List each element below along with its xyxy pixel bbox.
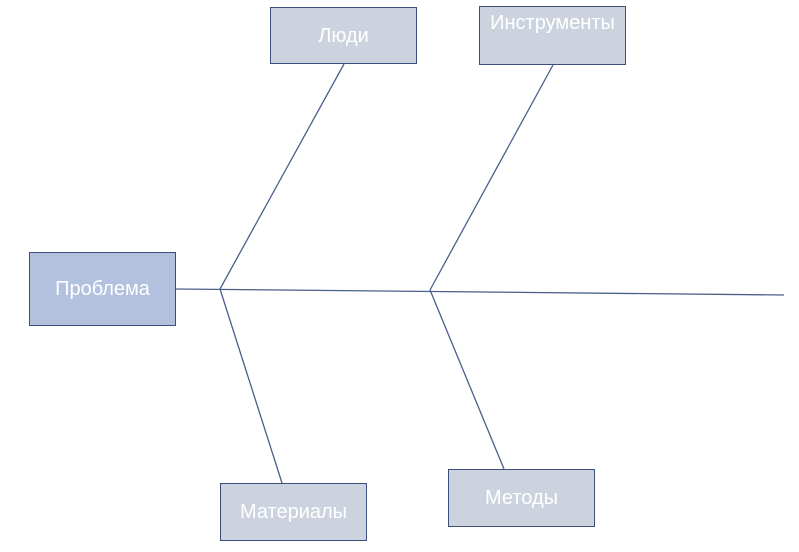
category-box-tools: Инструменты [479, 6, 626, 65]
bone-materials [219, 288, 283, 484]
spine-line [175, 288, 785, 296]
bone-tools [429, 64, 554, 291]
category-box-people: Люди [270, 7, 417, 64]
category-label-methods: Методы [484, 487, 558, 509]
category-label-people: Люди [318, 24, 369, 47]
category-label-materials: Материалы [239, 501, 348, 523]
problem-box: Проблема [29, 252, 176, 326]
bone-people [219, 63, 345, 290]
category-box-materials: Материалы [220, 483, 367, 541]
bone-methods [429, 289, 505, 470]
category-box-methods: Методы [448, 469, 595, 527]
problem-label: Проблема [55, 278, 150, 300]
category-label-tools: Инструменты [490, 12, 615, 34]
